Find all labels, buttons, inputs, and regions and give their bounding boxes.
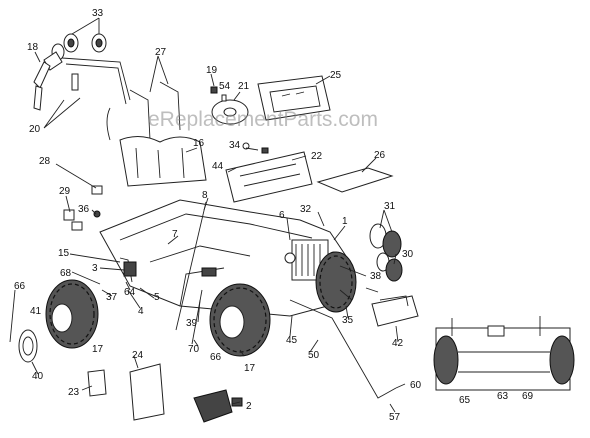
callout-30: 30 — [402, 249, 414, 260]
callout-26: 26 — [374, 150, 386, 161]
callout-44: 44 — [212, 161, 224, 172]
callout-42: 42 — [392, 338, 404, 349]
callout-24: 24 — [132, 350, 144, 361]
callout-45: 45 — [286, 335, 298, 346]
callout-18: 18 — [27, 42, 39, 53]
wheel-cap-40 — [18, 329, 38, 363]
watermark-text: eReplacementParts.com — [148, 108, 378, 131]
callout-64: 64 — [124, 287, 136, 298]
callout-2: 2 — [246, 401, 252, 412]
callout-23: 23 — [68, 387, 80, 398]
seat — [119, 136, 207, 187]
callout-36: 36 — [78, 204, 90, 215]
callout-6: 6 — [279, 210, 285, 221]
right-wheels-30-31 — [369, 223, 403, 282]
callout-7: 7 — [172, 229, 178, 240]
callout-22: 22 — [311, 151, 323, 162]
callout-labels: 33 18 27 20 19 54 21 25 16 34 22 26 44 2… — [14, 8, 534, 423]
callout-19: 19 — [206, 65, 218, 76]
rods — [175, 201, 207, 345]
battery-box — [87, 363, 165, 421]
callout-17-left: 17 — [92, 344, 104, 355]
rear-left-wheel — [45, 279, 99, 349]
callout-20: 20 — [29, 124, 41, 135]
callout-31: 31 — [384, 201, 396, 212]
callout-4: 4 — [138, 306, 144, 317]
rear-view-inset — [433, 316, 575, 391]
dashboard — [225, 142, 313, 203]
callout-29: 29 — [59, 186, 71, 197]
front-bumper — [371, 295, 419, 327]
callout-40: 40 — [32, 371, 44, 382]
callout-17-front: 17 — [244, 363, 256, 374]
callout-60: 60 — [410, 380, 422, 391]
roll-bar-light-assembly — [33, 33, 131, 111]
callout-57: 57 — [389, 412, 401, 423]
hood — [316, 167, 394, 193]
steering-rod — [289, 287, 397, 399]
callout-65: 65 — [459, 395, 471, 406]
callout-34: 34 — [229, 140, 241, 151]
callout-66-front: 66 — [210, 352, 222, 363]
roll-bar — [106, 81, 181, 141]
callout-69: 69 — [522, 391, 534, 402]
steering-wheel — [210, 86, 249, 125]
rear-right-wheel — [315, 251, 357, 313]
callout-28: 28 — [39, 156, 51, 167]
front-left-wheel — [209, 283, 271, 357]
callout-38: 38 — [370, 271, 382, 282]
callout-3: 3 — [92, 263, 98, 274]
callout-35: 35 — [342, 315, 354, 326]
callout-27: 27 — [155, 47, 167, 58]
windshield-frame — [257, 75, 331, 121]
brackets — [63, 185, 103, 231]
callout-25: 25 — [330, 70, 342, 81]
callout-54: 54 — [219, 81, 231, 92]
callout-1: 1 — [342, 216, 348, 227]
leader-lines — [9, 17, 406, 413]
callout-68: 68 — [60, 268, 72, 279]
callout-33: 33 — [92, 8, 104, 19]
callout-21: 21 — [238, 81, 250, 92]
callout-16: 16 — [193, 138, 205, 149]
callout-50: 50 — [308, 350, 320, 361]
callout-70: 70 — [188, 344, 200, 355]
callout-63: 63 — [497, 391, 509, 402]
callout-39: 39 — [186, 318, 198, 329]
callout-41: 41 — [30, 306, 42, 317]
charger — [193, 389, 243, 423]
callout-32: 32 — [300, 204, 312, 215]
callout-37: 37 — [106, 292, 118, 303]
callout-5: 5 — [154, 292, 160, 303]
callout-8: 8 — [202, 190, 208, 201]
callout-66-left: 66 — [14, 281, 26, 292]
callout-15: 15 — [58, 248, 70, 259]
